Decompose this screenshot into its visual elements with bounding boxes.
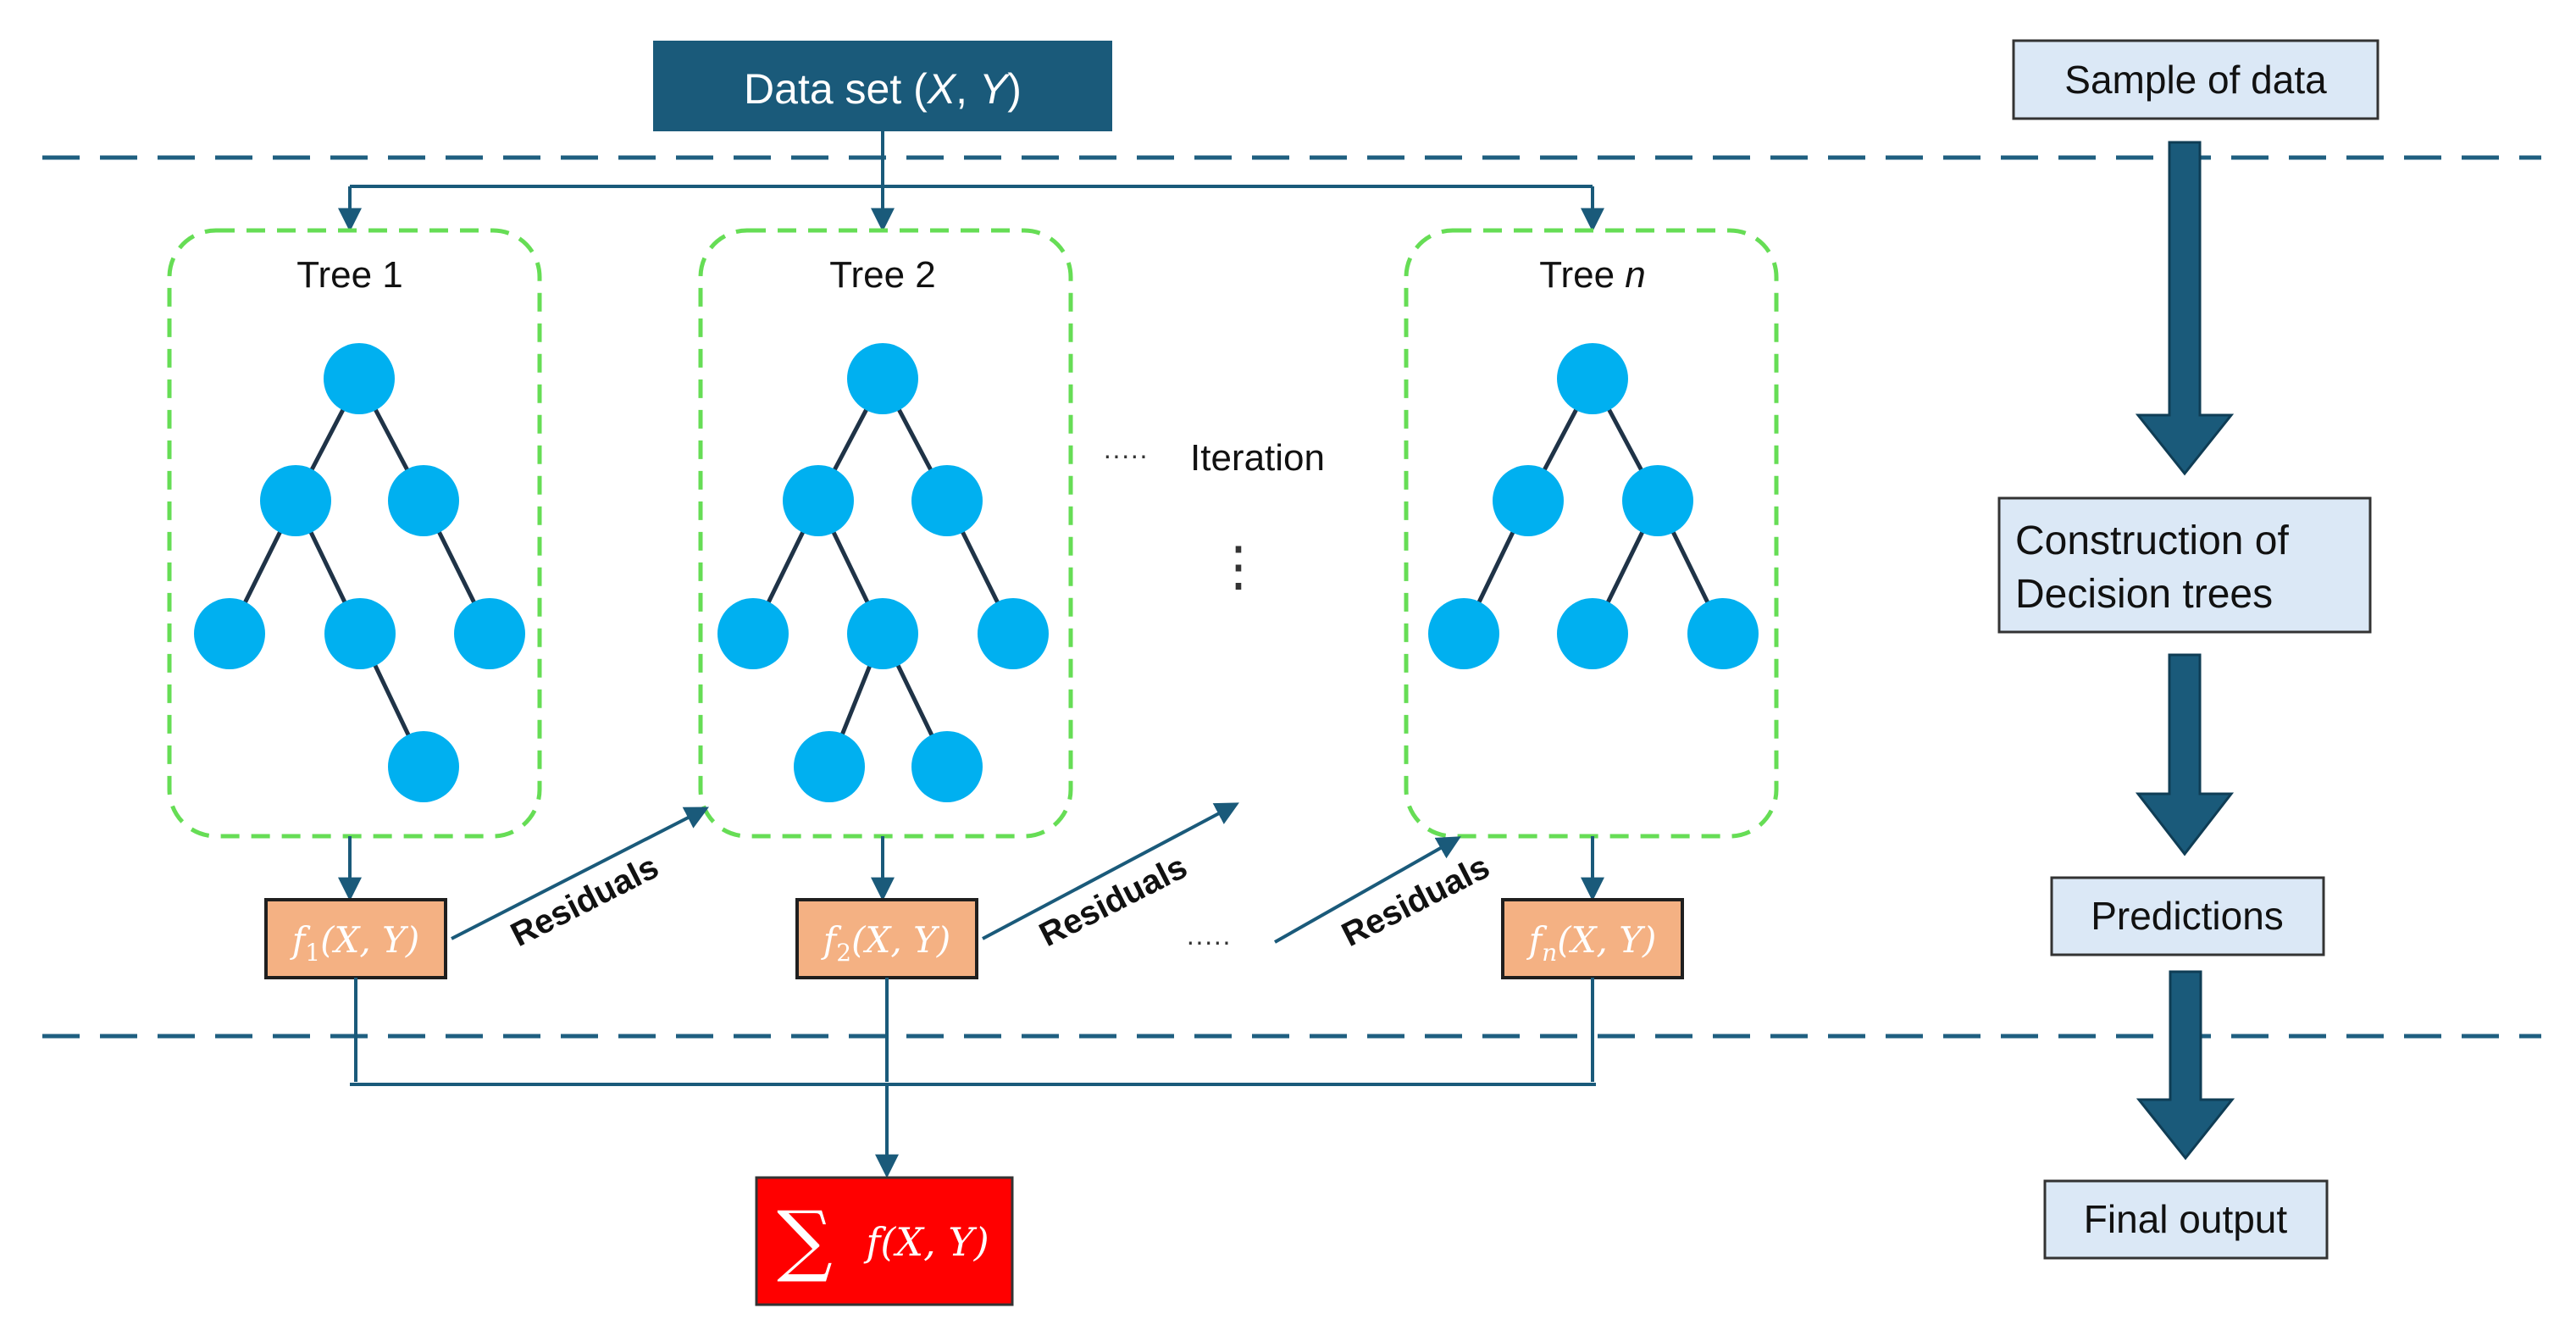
tree-node — [324, 343, 395, 414]
tree-n-title: Tree n — [1539, 254, 1646, 296]
tree-node — [1557, 343, 1628, 414]
function-box-2: f2(X, Y) — [795, 898, 978, 979]
step-box-construction — [1997, 496, 2372, 634]
function-label-2: f2(X, Y) — [821, 919, 950, 967]
step-arrow-3 — [2136, 970, 2235, 1161]
tree-node — [847, 343, 918, 414]
iteration-vertical-dots: ⋮ — [1211, 535, 1266, 596]
tree-node — [847, 598, 918, 669]
tree-node — [260, 465, 331, 536]
tree-node — [388, 465, 459, 536]
dataset-distribution-connectors — [338, 131, 1604, 232]
tree-node — [794, 731, 865, 802]
step-arrows — [2135, 141, 2235, 1161]
tree-node — [911, 731, 983, 802]
tree-node — [911, 465, 983, 536]
tree-node — [1428, 598, 1499, 669]
tree-node — [1493, 465, 1564, 536]
residuals-label-2: Residuals — [1033, 848, 1193, 954]
aggregation-connectors — [350, 978, 1596, 1178]
step-box-sample — [2012, 39, 2379, 120]
tree-2-title: Tree 2 — [829, 254, 936, 296]
tree-2-container — [698, 228, 1073, 839]
tree-node — [1557, 598, 1628, 669]
sum-box — [755, 1176, 1014, 1306]
function-box-n: fn(X, Y) — [1501, 898, 1684, 979]
tree-1-title: Tree 1 — [296, 254, 403, 296]
tree-1-container — [167, 228, 542, 839]
tree-node — [1622, 465, 1693, 536]
iteration-dots: ····· — [1103, 440, 1148, 470]
tree-output-arrows — [338, 836, 1604, 901]
tree-2-graph — [717, 343, 1049, 802]
tree-node — [1687, 598, 1759, 669]
step-box-final-output — [2043, 1179, 2329, 1260]
residual-arrows — [451, 802, 1461, 944]
dataset-label: Data set (X, Y) — [744, 65, 1022, 113]
step-arrow-2 — [2135, 653, 2235, 857]
tree-node — [324, 598, 396, 669]
tree-n-graph — [1428, 343, 1759, 669]
tree-node — [194, 598, 265, 669]
dataset-box — [653, 41, 1112, 131]
sum-symbol: ∑ — [777, 1195, 833, 1285]
tree-node — [717, 598, 789, 669]
step-label-construction-2: Decision trees — [2015, 572, 2273, 617]
step-label-construction-1: Construction of — [2015, 518, 2289, 563]
function-label-1: f1(X, Y) — [290, 919, 419, 967]
step-arrow-1 — [2135, 141, 2235, 476]
sum-expression: f(X, Y) — [863, 1219, 989, 1265]
tree-n-container — [1404, 228, 1779, 839]
step-box-predictions — [2050, 876, 2325, 956]
tree-1-graph — [194, 343, 525, 802]
tree-node — [978, 598, 1049, 669]
function-box-1: f1(X, Y) — [264, 898, 447, 979]
step-label-final-output: Final output — [2084, 1197, 2288, 1241]
tree-node — [388, 731, 459, 802]
between-dots: ····· — [1186, 926, 1231, 956]
iteration-label: Iteration — [1190, 437, 1325, 479]
tree-node — [454, 598, 525, 669]
step-label-predictions: Predictions — [2091, 894, 2284, 938]
function-label-n: fn(X, Y) — [1526, 919, 1657, 967]
tree-node — [783, 465, 854, 536]
residuals-label-1: Residuals — [505, 848, 664, 954]
step-label-sample: Sample of data — [2064, 58, 2327, 102]
